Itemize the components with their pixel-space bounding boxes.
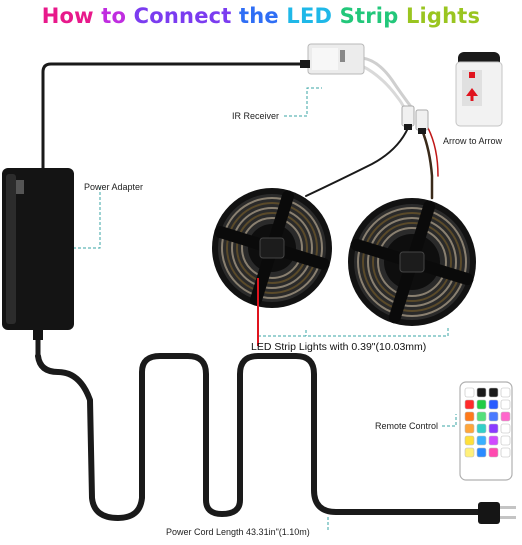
arrow-connector-inset (455, 52, 503, 127)
title-segment: Lights (405, 4, 481, 28)
arrow-to-arrow-label: Arrow to Arrow (443, 136, 503, 146)
remote-button (488, 387, 499, 398)
remote-button (476, 447, 487, 458)
remote-button (500, 399, 511, 410)
ir-receiver-face (312, 48, 338, 70)
leader-lines (74, 87, 457, 530)
power-adapter-highlight (6, 174, 16, 324)
connector-heads (401, 105, 429, 134)
reel-strip-coil (241, 217, 303, 279)
power-adapter-strain-relief (33, 326, 43, 340)
connector-tip-1 (404, 124, 412, 130)
power-cord (35, 353, 481, 521)
arrow-stem (470, 95, 474, 101)
reel-strip-coil (226, 202, 318, 294)
remote-button (500, 435, 511, 446)
connector-head-2 (415, 109, 429, 131)
ir-receiver-leader (284, 87, 322, 117)
title-segment: How (41, 4, 102, 28)
ir-receiver-text-mark (340, 50, 345, 62)
led-strip-leader (258, 326, 449, 337)
remote-button (500, 447, 511, 458)
power-adapter-logo (16, 180, 24, 194)
remote-button (464, 447, 475, 458)
remote-button (476, 423, 487, 434)
remote-button (488, 435, 499, 446)
remote-button (476, 399, 487, 410)
ir-receiver-box (300, 43, 365, 75)
cables (35, 56, 481, 521)
remote-button (464, 399, 475, 410)
remote-button (500, 423, 511, 434)
remote-button (476, 411, 487, 422)
remote-button (464, 387, 475, 398)
remote-button (488, 423, 499, 434)
power-adapter-label: Power Adapter (84, 182, 144, 192)
plug-body (478, 502, 500, 524)
reel-center-hub (399, 251, 425, 273)
strip-feed-cable-1 (305, 127, 409, 197)
strip-feed-cable-2 (420, 128, 434, 200)
power-adapter-leader (74, 187, 101, 249)
reel-strip-coil (377, 227, 447, 297)
remote-button (488, 411, 499, 422)
title-segment: Connect (133, 4, 240, 28)
remote-button (464, 423, 475, 434)
remote-button (488, 399, 499, 410)
reel-strip-coil (357, 207, 467, 317)
remote-button (488, 447, 499, 458)
reel-strip-coil (362, 212, 462, 312)
adapter-to-receiver-cable (41, 62, 312, 172)
power-cord-label: Power Cord Length 43.31in"(1.10m) (166, 527, 310, 537)
led-reel-2 (348, 198, 476, 326)
remote-button (476, 387, 487, 398)
receiver-output-cable-1 (360, 56, 414, 110)
reel-strip-coil (236, 212, 308, 284)
remote-button (476, 435, 487, 446)
reel-strip-coil (231, 207, 313, 289)
title-segment: to (101, 4, 134, 28)
power-adapter (2, 168, 74, 340)
ir-receiver-plug (300, 60, 310, 68)
connector-head-1 (401, 105, 415, 127)
remote-button (464, 435, 475, 446)
arrow-up-icon (466, 88, 478, 96)
remote-button (500, 387, 511, 398)
led-reel-1 (212, 188, 332, 308)
title-segment: the (239, 4, 287, 28)
title-segment: Strip (339, 4, 406, 28)
plug-prong-bottom (500, 516, 516, 519)
remote-control-label: Remote Control (375, 421, 439, 431)
remote-button (464, 411, 475, 422)
reel-strip-coil (221, 197, 323, 299)
reel-center-hub (259, 237, 285, 259)
remote-leader (442, 414, 457, 427)
plug-prong-top (500, 506, 516, 509)
remote-button (500, 411, 511, 422)
ir-receiver-label: IR Receiver (232, 111, 280, 121)
led-strip-reels (212, 188, 476, 326)
remote-control (459, 381, 513, 481)
reel-strip-coil (372, 222, 452, 302)
power-adapter-body (2, 168, 74, 330)
connector-tip-2 (418, 128, 426, 134)
led-strip-label: LED Strip Lights with 0.39"(10.03mm) (251, 341, 427, 353)
page-title: How to Connect the LED Strip Lights (0, 4, 522, 28)
reel-strip-coil (367, 217, 457, 307)
strip-feed-red (427, 127, 439, 177)
remote-button-grid (464, 387, 511, 458)
power-plug (478, 502, 516, 524)
arrow-marker-dot (469, 72, 475, 78)
title-segment: LED (286, 4, 340, 28)
